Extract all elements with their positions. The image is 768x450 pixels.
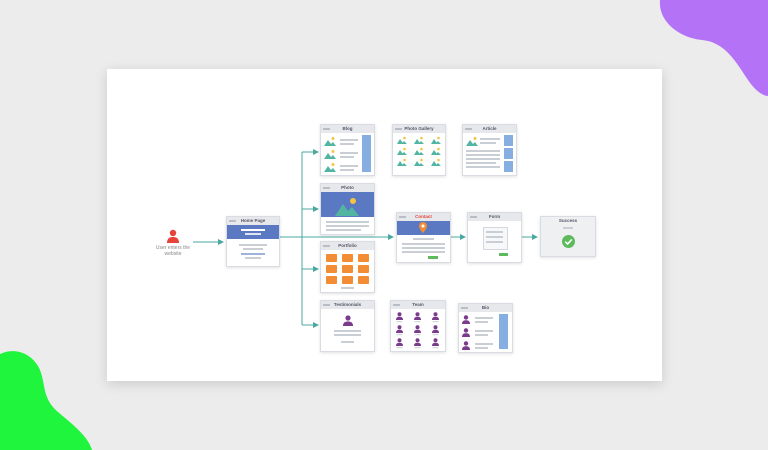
page-contact[interactable]: Contact (396, 212, 451, 263)
user-icon (167, 229, 179, 243)
portfolio-pager (341, 287, 354, 289)
article-title: Article (482, 126, 497, 131)
portfolio-tile (326, 265, 337, 273)
bio-avatar-list (462, 315, 470, 350)
flow-connectors (193, 149, 538, 328)
article-sidebar-block-1 (504, 135, 513, 146)
page-bio[interactable]: Bio (458, 303, 513, 353)
portfolio-tile (342, 265, 353, 273)
bio-title: Bio (481, 305, 490, 310)
blog-sidebar (362, 135, 371, 172)
portfolio-tile (342, 276, 353, 284)
portfolio-tile (342, 254, 353, 262)
blog-title: Blog (342, 126, 353, 131)
portfolio-tile (326, 276, 337, 284)
green-blob (0, 351, 92, 450)
home-banner (227, 225, 279, 239)
sitemap-card: User enters the website Home Page Blog P… (107, 69, 662, 381)
success-title: Success (558, 218, 578, 223)
photo-landscape-icon (335, 198, 359, 216)
home-title: Home Page (240, 218, 266, 223)
success-check-icon (562, 235, 575, 248)
form-title: Form (488, 214, 501, 219)
article-sidebar-block-2 (504, 148, 513, 159)
page-success[interactable]: Success (540, 216, 596, 257)
portfolio-tile (358, 254, 369, 262)
article-sidebar-block-3 (504, 161, 513, 172)
article-image-icon (466, 137, 478, 146)
gallery-image-grid (397, 136, 441, 166)
location-pin-icon (419, 222, 427, 233)
page-photo-gallery[interactable]: Photo Gallery (392, 124, 446, 176)
page-team[interactable]: Team (390, 300, 446, 352)
purple-blob (659, 0, 768, 96)
page-home[interactable]: Home Page (226, 216, 280, 267)
page-blog[interactable]: Blog (320, 124, 375, 176)
contact-submit-button (428, 256, 438, 259)
blog-image-icons (324, 137, 336, 172)
contact-title: Contact (415, 214, 432, 219)
page-article[interactable]: Article (462, 124, 517, 176)
start-label: User enters the website (155, 245, 191, 257)
photo-title: Photo (341, 185, 354, 190)
form-submit-button (499, 253, 508, 256)
portfolio-tile (358, 265, 369, 273)
team-title: Team (412, 302, 424, 307)
page-form[interactable]: Form (467, 212, 522, 263)
page-testimonials[interactable]: Testimonials (320, 300, 375, 352)
bio-sidebar (499, 314, 508, 349)
page-photo[interactable]: Photo (320, 183, 375, 235)
portfolio-title: Portfolio (338, 243, 357, 248)
testimonials-title: Testimonials (333, 302, 362, 307)
portfolio-tile (358, 276, 369, 284)
user-start: User enters the website (152, 229, 194, 265)
testimonial-avatar-icon (343, 315, 353, 326)
photo-gallery-title: Photo Gallery (404, 126, 434, 131)
form-box (483, 227, 508, 250)
team-avatar-grid (396, 312, 439, 349)
page-portfolio[interactable]: Portfolio (320, 241, 375, 293)
portfolio-tile (326, 254, 337, 262)
